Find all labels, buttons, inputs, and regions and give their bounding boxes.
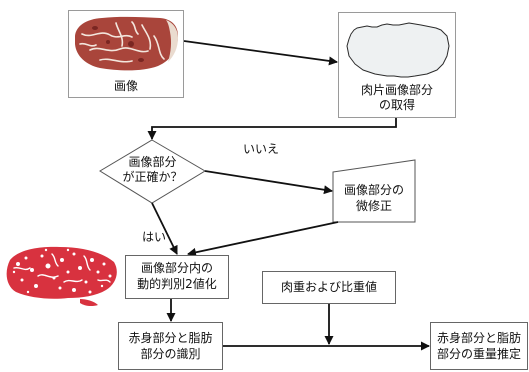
binarized-meat-fat-streaks [13,253,111,283]
meat-outline-shape [346,22,450,78]
image-node-label: 画像 [113,79,138,93]
correction-label-line2: 微修正 [355,199,392,213]
meat-slice-fat-edge [166,20,178,62]
identify-node-label-line1: 赤身部分と脂肪 [128,331,213,345]
binarize-node: 画像部分内の 動的判別2値化 [125,255,229,299]
binarized-meat-fat-speckles [12,248,112,294]
yes-branch-label: はい [142,230,167,244]
no-branch-label: いいえ [243,142,280,156]
estimate-node-label-line2: 部分の重量推定 [436,347,521,361]
correction-label-line1: 画像部分の [343,183,404,197]
correction-manual-shape [332,159,416,223]
meat-slice-marbling [79,21,165,63]
identify-node-label-line2: 部分の識別 [140,347,201,361]
estimate-node: 赤身部分と脂肪 部分の重量推定 [430,322,528,370]
extract-node: 肉片画像部分 の取得 [338,12,456,118]
image-node: 画像 [68,10,184,98]
binarize-node-label-line2: 動的判別2値化 [137,277,217,291]
binarized-meat-picture [6,246,117,307]
binarize-node-label-line1: 画像部分内の [140,261,213,275]
meat-slice-body [75,16,178,71]
meat-photo-picture [75,16,178,71]
arrow-extract-to-decision [147,118,397,140]
arrow-correction-to-binarize [187,221,339,257]
decision-label-line1: 画像部分 [128,155,177,169]
arrow-decision-no-to-correction [204,170,333,195]
meat-slice-dark-spots [92,26,144,62]
meat-outline-picture [346,22,450,78]
extract-node-label-line2: の取得 [378,98,415,112]
arrow-image-to-extract [183,40,338,66]
weight-input-node-label: 肉重および比重値 [280,280,377,294]
weight-input-node: 肉重および比重値 [262,271,396,304]
arrow-decision-yes-to-binarize [151,202,178,255]
binarized-meat-fragment [80,299,98,307]
identify-node: 赤身部分と脂肪 部分の識別 [118,322,223,370]
extract-node-label-line1: 肉片画像部分 [360,83,433,97]
estimate-node-label-line1: 赤身部分と脂肪 [436,331,521,345]
binarized-meat-body [6,246,117,299]
decision-label-line2: が正確か？ [122,170,183,184]
